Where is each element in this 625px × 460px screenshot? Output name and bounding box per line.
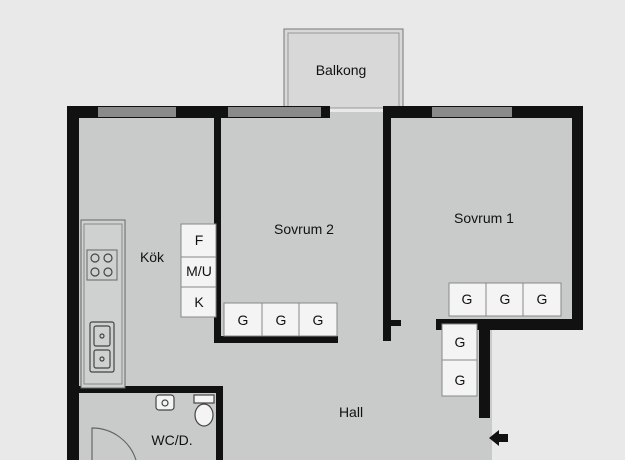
kitchen-units: F M/U K — [180, 223, 217, 318]
wardrobe-block-bedroom-2 — [223, 302, 338, 337]
wall-wc-east — [216, 386, 223, 460]
hall-label: Hall — [339, 404, 363, 420]
floor-hall — [210, 340, 390, 460]
windows — [98, 107, 512, 117]
kitchen-unit-block — [180, 223, 217, 318]
counter-edge — [83, 223, 123, 385]
wardrobe-label: G — [537, 291, 548, 307]
washbasin-icon — [155, 394, 175, 411]
balcony-inner-line — [287, 32, 400, 109]
sink-icon — [89, 321, 115, 373]
window-bedroom-1 — [432, 107, 512, 117]
wardrobe-label: G — [313, 312, 324, 328]
balcony: Balkong — [283, 28, 404, 109]
bedroom-2-label: Sovrum 2 — [274, 221, 334, 237]
stove-icon — [86, 249, 118, 281]
wall-wc-north — [79, 386, 223, 393]
window-bedroom-2 — [228, 107, 321, 117]
microwave-oven-label: M/U — [186, 263, 212, 279]
wardrobe-label: G — [455, 372, 466, 388]
window-kitchen — [98, 107, 176, 117]
cabinet-label: K — [194, 294, 204, 310]
bedroom-1-label: Sovrum 1 — [454, 210, 514, 226]
wardrobe-label: G — [500, 291, 511, 307]
wc-label: WC/D. — [151, 432, 192, 448]
balcony-outline — [283, 28, 404, 109]
wc-floor — [79, 393, 216, 460]
wall-hall-east — [479, 319, 490, 418]
wardrobe-label: G — [462, 291, 473, 307]
bedroom-2-wardrobes: G G G — [223, 302, 338, 337]
arrow-left-icon — [489, 430, 508, 446]
wall-bedroom2-bedroom1 — [383, 118, 391, 341]
wc-room: WC/D. — [79, 393, 216, 460]
counter-top — [80, 219, 126, 389]
door-swing-icon — [91, 427, 137, 460]
bedroom-1-wardrobes: G G G — [448, 282, 562, 317]
wall-bedroom1-south — [436, 319, 583, 330]
wall-kitchen-bedroom2 — [214, 118, 221, 343]
wardrobe-label: G — [238, 312, 249, 328]
wardrobe-block-bedroom-1 — [448, 282, 562, 317]
wall-door-stub — [383, 320, 401, 326]
balcony-label: Balkong — [316, 62, 367, 78]
wall-east — [572, 106, 583, 330]
hall-wardrobes: G G — [441, 323, 478, 397]
wardrobe-label: G — [276, 312, 287, 328]
kitchen-counter — [80, 219, 126, 389]
wardrobe-label: G — [455, 334, 466, 350]
kitchen-label: Kök — [140, 249, 165, 265]
toilet-icon — [193, 394, 215, 427]
wall-west — [67, 106, 79, 460]
wall-bedroom2-south — [214, 336, 338, 343]
fridge-label: F — [195, 232, 204, 248]
